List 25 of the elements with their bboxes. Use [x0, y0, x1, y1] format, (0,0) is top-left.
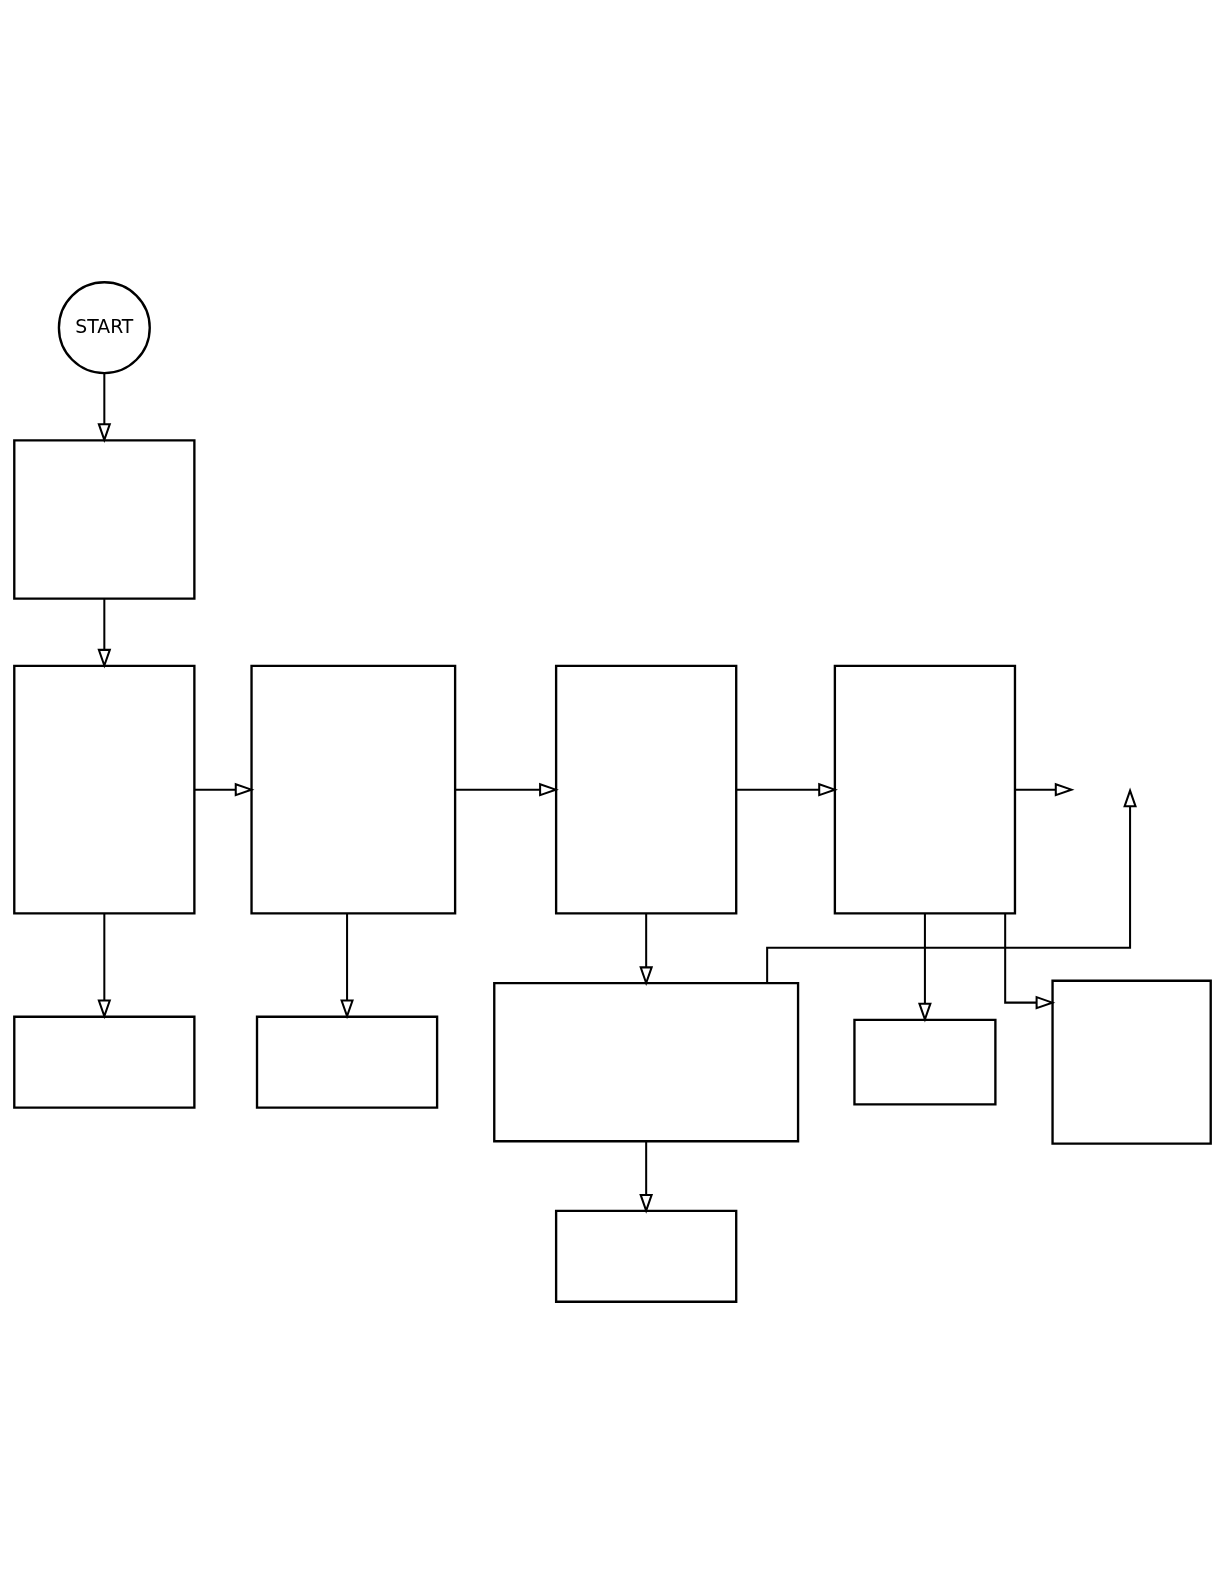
arrow — [97, 913, 112, 1019]
node-box — [554, 664, 738, 915]
arrow — [918, 913, 932, 1022]
node-box — [1051, 979, 1212, 1145]
node-box — [250, 664, 457, 915]
arrow — [736, 782, 838, 797]
node-box — [13, 438, 196, 600]
node-box — [255, 1015, 439, 1109]
arrow — [455, 782, 559, 797]
arrow — [97, 598, 112, 669]
node-box — [853, 1018, 997, 1106]
arrow — [1015, 782, 1075, 797]
arrow — [766, 787, 1137, 983]
arrow — [639, 1141, 654, 1214]
arrow — [639, 913, 654, 986]
arrow — [1004, 913, 1056, 1010]
node-box — [13, 1015, 196, 1109]
arrow — [340, 913, 354, 1019]
node-box — [554, 1209, 738, 1303]
node-box — [13, 664, 196, 915]
arrow — [194, 782, 255, 797]
arrow — [97, 372, 112, 443]
node-box — [833, 664, 1017, 915]
node-box — [493, 981, 800, 1142]
node-circle: START — [57, 280, 151, 374]
